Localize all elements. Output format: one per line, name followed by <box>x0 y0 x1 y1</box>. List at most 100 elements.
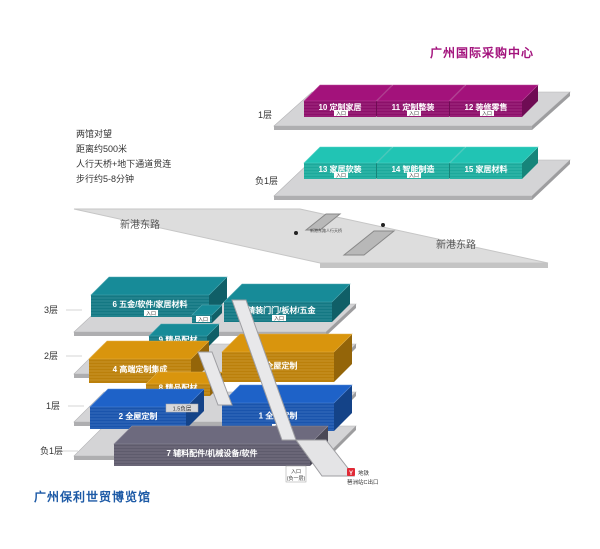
floor-label: 2层 <box>44 351 58 361</box>
mall-block-small-entrance: 入口 <box>198 317 208 323</box>
mall-block-6-top <box>90 276 228 296</box>
mall-entrance-label: (负一层) <box>287 475 306 482</box>
mall-block-3-top <box>221 333 353 353</box>
mall-block-small: 入口 <box>191 304 223 323</box>
center-block-b1-entrance-tag <box>407 172 421 178</box>
center-block-b1-label: 15 家居材料 <box>464 164 507 174</box>
mall-title: 广州保利世贸博览馆 <box>34 490 152 504</box>
mall-block-3: 3 全屋定制 <box>221 333 353 382</box>
mall-plate-side <box>326 304 356 336</box>
center-block-b1-side <box>522 147 538 179</box>
bridge-stairs <box>304 213 342 231</box>
center-block-b1-top <box>376 146 466 164</box>
note-line: 两馆对望 <box>76 129 113 139</box>
center-block-b1-top <box>449 146 539 164</box>
note-line: 距离约500米 <box>76 144 128 154</box>
mall-block-2-label: 2 全屋定制 <box>119 411 158 421</box>
escalator-ramp <box>197 351 233 406</box>
mall-block-3-side <box>334 334 352 382</box>
mall-block-5-entrance-tag <box>272 315 286 321</box>
floor-label: 1层 <box>46 401 60 411</box>
mall-block-2: 2 全屋定制 <box>89 388 205 429</box>
center-block-1f-top <box>376 84 466 102</box>
mall-block-6-front <box>91 295 209 317</box>
center-title: 广州国际采购中心 <box>430 46 535 60</box>
center-plate-1f-side <box>532 92 570 130</box>
mall-block-7-front <box>114 444 310 466</box>
center-block-b1-entrance: 入口 <box>336 173 346 179</box>
mall-block-8-label: 8 精品配材 <box>159 383 198 393</box>
mall-block-7-label: 7 辅料配件/机械设备/软件 <box>166 448 257 458</box>
center-block-1f-label: 12 装修零售 <box>464 102 507 112</box>
mall-block-1-top <box>221 384 353 404</box>
escalator-label: 1.5负层 <box>173 405 192 413</box>
mall-block-7-top <box>113 425 329 445</box>
center-block-b1: 15 家居材料 <box>449 146 539 179</box>
distance-notes: 两馆对望 距离约500米 人行天桥+地下通道贯连 步行约5-8分钟 <box>76 127 171 187</box>
mall-block-small-entrance-tag <box>196 316 210 322</box>
center-block-1f-entrance-tag <box>407 110 421 116</box>
road-label-right: 新港东路 <box>436 238 476 251</box>
center-block-1f-entrance: 入口 <box>482 111 492 117</box>
center-block-1f-side <box>522 85 538 117</box>
mall-block-5-entrance: 入口 <box>274 316 284 322</box>
note-line: 步行约5-8分钟 <box>76 174 135 184</box>
mall-block-9-top <box>148 323 220 337</box>
floor-label: 3层 <box>44 305 58 315</box>
mall-block-5-label: 5 精装门门/板材/五金 <box>240 305 316 315</box>
floor-label: 负1层 <box>40 445 63 456</box>
note-line: 人行天桥+地下通道贯连 <box>76 159 172 169</box>
center-block-b1-label: 13 家居软装 <box>318 164 361 174</box>
center-block-1f-entrance-tag <box>480 110 494 116</box>
center-block-b1-top <box>303 146 393 164</box>
road-label-left: 新港东路 <box>120 218 160 231</box>
metro-icon <box>347 468 355 476</box>
center-plate-b1-side <box>532 160 570 200</box>
center-plate-b1-edge <box>274 196 532 200</box>
mall-block-5-side <box>332 284 350 322</box>
center-block-1f-label: 10 定制家居 <box>318 102 361 112</box>
metro-label: 地铁 <box>358 469 370 477</box>
mall-block-4-top <box>88 340 210 360</box>
mall-block-2-front <box>90 407 186 429</box>
escalator-tag <box>165 403 199 413</box>
center-block-b1-entrance-tag <box>334 172 348 178</box>
pedestrian-icon <box>381 223 385 227</box>
center-plate-1f-edge <box>274 126 532 130</box>
mall-block-5-top <box>223 283 351 303</box>
mall-block-9-side <box>207 324 219 348</box>
center-block-1f-entrance: 入口 <box>336 111 346 117</box>
mall-block-6-entrance: 入口 <box>146 311 156 317</box>
mall-block-1-side <box>334 385 352 431</box>
mall-block-6-label: 6 五金/软件/家居材料 <box>112 299 187 309</box>
metro-icon-glyph: Y <box>349 471 353 477</box>
center-block-1f-top <box>449 84 539 102</box>
mall-entrance-tag <box>285 465 307 483</box>
mall-block-small-side <box>212 305 222 323</box>
mall-block-7: 7 辅料配件/机械设备/软件 <box>113 425 329 466</box>
center-block-1f-entrance: 入口 <box>409 111 419 117</box>
bridge-stairs <box>342 230 396 256</box>
floor-label: 负1层 <box>255 175 278 186</box>
road-edge <box>320 263 548 268</box>
metro-exit-label: 琶洲站C出口 <box>347 478 378 486</box>
mall-block-3-label: 3 全屋定制 <box>259 361 298 371</box>
road-surface <box>73 208 549 264</box>
center-block-1f-label: 11 定制整装 <box>392 102 435 112</box>
center-block-1f-entrance-tag <box>334 110 348 116</box>
bridge-label: 新港东路人行天桥 <box>310 227 342 233</box>
center-block-b1-label: 14 智能制造 <box>391 164 434 174</box>
mall-block-9-label: 9 精品配材 <box>159 335 198 345</box>
mall-block-small-top <box>191 304 223 316</box>
pedestrian-icon <box>294 231 298 235</box>
mall-block-6-entrance-tag <box>144 310 158 316</box>
mall-entrance-label: 入口 <box>291 469 301 475</box>
center-block-1f-top <box>303 84 393 102</box>
